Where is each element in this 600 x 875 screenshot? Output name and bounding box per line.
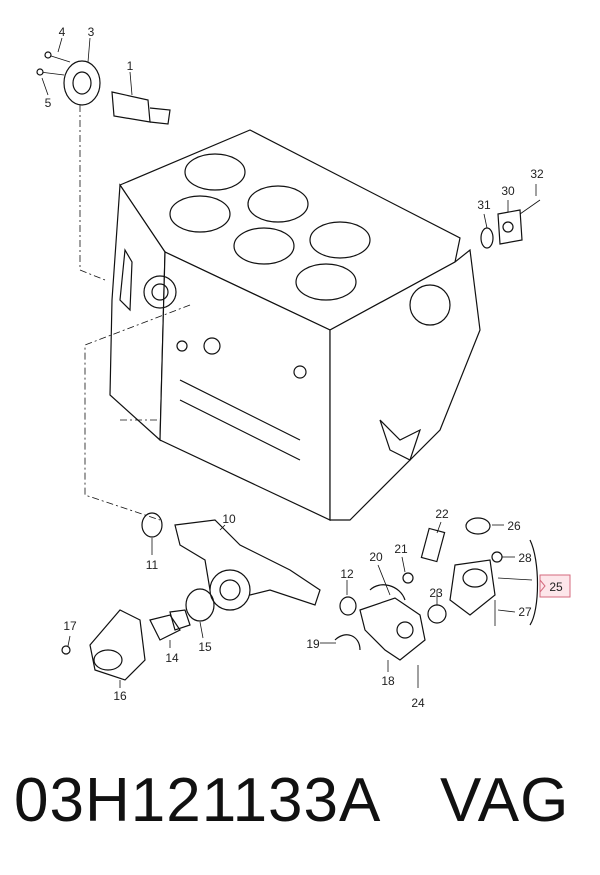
engine-block: [109, 129, 481, 521]
callout-23: 23: [429, 586, 443, 600]
callout-32: 32: [530, 167, 544, 181]
callout-21: 21: [394, 542, 408, 556]
upper-left-assembly: [36, 51, 171, 125]
callout-16: 16: [113, 689, 127, 703]
callout-5: 5: [45, 96, 52, 110]
callout-30: 30: [501, 184, 515, 198]
callout-24: 24: [411, 696, 425, 710]
callout-31: 31: [477, 198, 491, 212]
location-lines: [79, 105, 191, 521]
callout-12: 12: [340, 567, 354, 581]
exploded-parts-diagram: 1 3 4 5 10 11 12 14 15 16 17 18 19 20 21…: [36, 25, 571, 710]
callout-3: 3: [88, 25, 95, 39]
footer: 03H121133A VAG: [0, 755, 600, 865]
brand-name: VAG: [440, 766, 570, 835]
callout-25: 25: [549, 580, 563, 594]
part-number: 03H121133A: [14, 766, 382, 835]
callout-26: 26: [507, 519, 521, 533]
callout-17: 17: [63, 619, 77, 633]
callout-1: 1: [127, 59, 134, 73]
callout-18: 18: [381, 674, 395, 688]
callout-27: 27: [518, 605, 532, 619]
callout-4: 4: [59, 25, 66, 39]
callout-10: 10: [222, 512, 236, 526]
lower-right-assembly: [334, 517, 539, 688]
callout-11: 11: [146, 558, 159, 572]
highlight-box-25: [539, 574, 571, 598]
callout-15: 15: [198, 640, 212, 654]
callout-28: 28: [518, 551, 532, 565]
callout-22: 22: [435, 507, 449, 521]
leader-lines: [41, 37, 537, 688]
upper-right-flange: [480, 199, 541, 249]
callout-20: 20: [369, 550, 383, 564]
callout-14: 14: [165, 651, 179, 665]
lower-left-assembly: [61, 512, 321, 681]
callout-labels: 1 3 4 5 10 11 12 14 15 16 17 18 19 20 21…: [45, 25, 563, 710]
callout-19: 19: [306, 637, 320, 651]
